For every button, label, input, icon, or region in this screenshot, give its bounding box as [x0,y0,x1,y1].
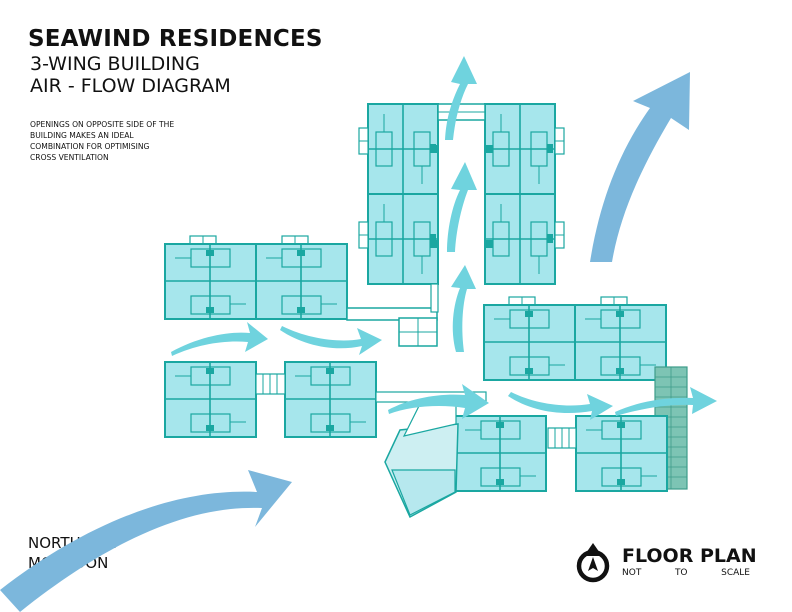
scale-word: NOT [622,568,642,578]
southeast-blocks [384,403,668,519]
diagram-subtitle-line2: AIR - FLOW DIAGRAM [30,75,231,97]
note-line: OPENINGS ON OPPOSITE SIDE OF THE [30,120,175,129]
note-line: CROSS VENTILATION [30,153,109,162]
scale-word: SCALE [721,568,750,578]
airflow-arrow-courtyard-2 [447,162,477,252]
exhaust-arrow-northeast [590,72,690,262]
monsoon-arrow [0,470,292,612]
airflow-arrow-west-2 [280,326,382,355]
note-line: BUILDING MAKES AN IDEAL [30,131,134,140]
airflow-arrow-courtyard-1 [451,265,476,352]
airflow-arrow-east-2 [508,392,613,420]
floor-plan-label: FLOOR PLAN [622,545,757,567]
airflow-arrows [171,56,717,420]
note-line: COMBINATION FOR OPTIMISING [30,142,150,151]
scale-note: NOT TO SCALE [622,568,750,578]
scale-word: TO [674,568,688,578]
north-compass-icon [576,543,610,583]
airflow-arrow-east-3 [615,387,717,416]
ventilation-note: OPENINGS ON OPPOSITE SIDE OF THE BUILDIN… [30,119,230,163]
diagram-title: SEAWIND RESIDENCES [28,26,323,52]
diagram-subtitle-line1: 3-WING BUILDING [30,53,200,75]
airflow-arrow-east-1 [388,384,489,419]
west-wing [164,235,439,347]
airflow-arrow-west-1 [171,322,268,356]
airflow-arrow-courtyard-3 [445,56,477,140]
